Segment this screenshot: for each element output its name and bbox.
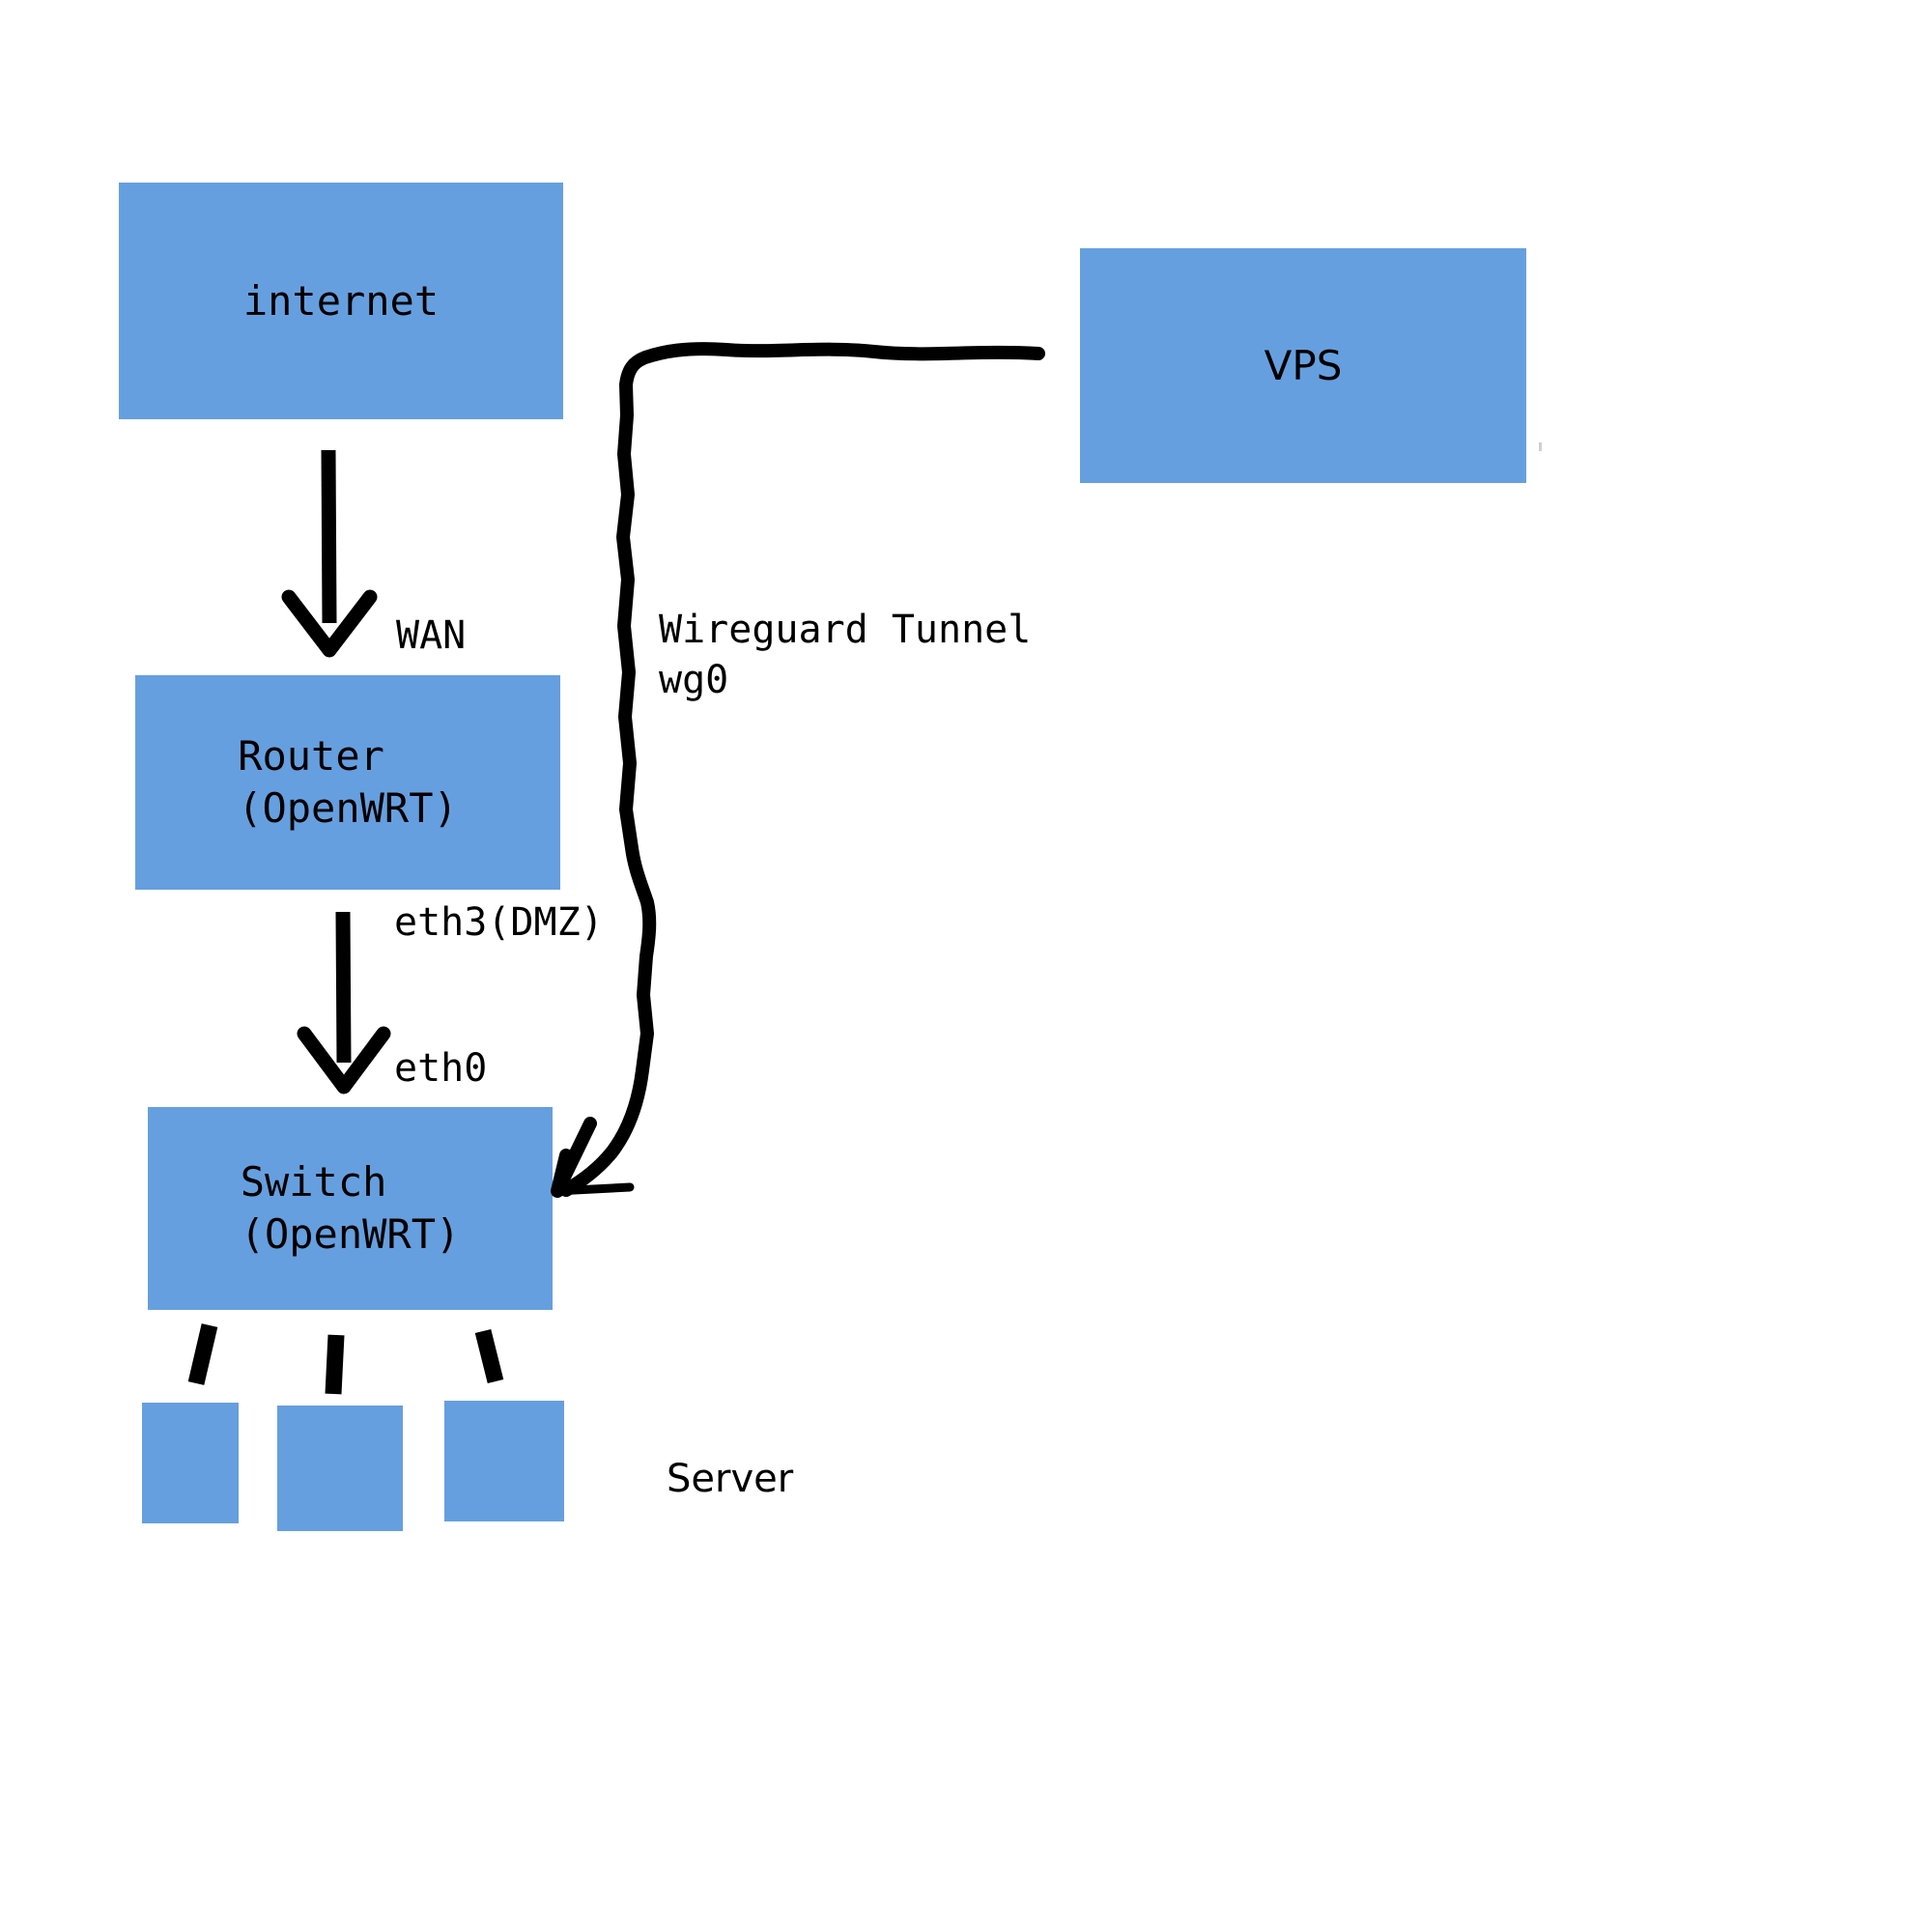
- edge-switch-to-server-2: [325, 1334, 345, 1395]
- stray-pixel-artifact: [1539, 442, 1542, 451]
- edge-label-wan: WAN: [396, 613, 467, 658]
- edge-switch-to-server-1: [187, 1323, 218, 1385]
- node-switch[interactable]: Switch (OpenWRT): [148, 1107, 553, 1310]
- node-vps-label: VPS: [1264, 341, 1343, 389]
- edge-router-to-switch: [297, 911, 391, 1094]
- edge-switch-to-server-3: [474, 1328, 504, 1384]
- node-internet[interactable]: internet: [119, 183, 563, 419]
- node-vps[interactable]: VPS: [1080, 248, 1526, 483]
- node-server-1[interactable]: [142, 1403, 239, 1523]
- node-router-label: Router (OpenWRT): [238, 732, 458, 832]
- node-server-2[interactable]: [277, 1406, 403, 1531]
- node-router[interactable]: Router (OpenWRT): [135, 675, 560, 890]
- edge-label-eth0: eth0: [394, 1046, 488, 1091]
- edge-internet-to-router: [281, 449, 378, 658]
- node-switch-label: Switch (OpenWRT): [240, 1158, 461, 1258]
- edge-label-server: Server: [667, 1457, 794, 1501]
- edge-label-wireguard-tunnel: Wireguard Tunnel wg0: [659, 608, 1032, 702]
- edge-vps-to-switch-wireguard: [551, 342, 1045, 1198]
- node-internet-label: internet: [242, 276, 440, 325]
- edge-label-eth3-dmz: eth3(DMZ): [394, 900, 604, 945]
- node-server-3[interactable]: [444, 1401, 564, 1521]
